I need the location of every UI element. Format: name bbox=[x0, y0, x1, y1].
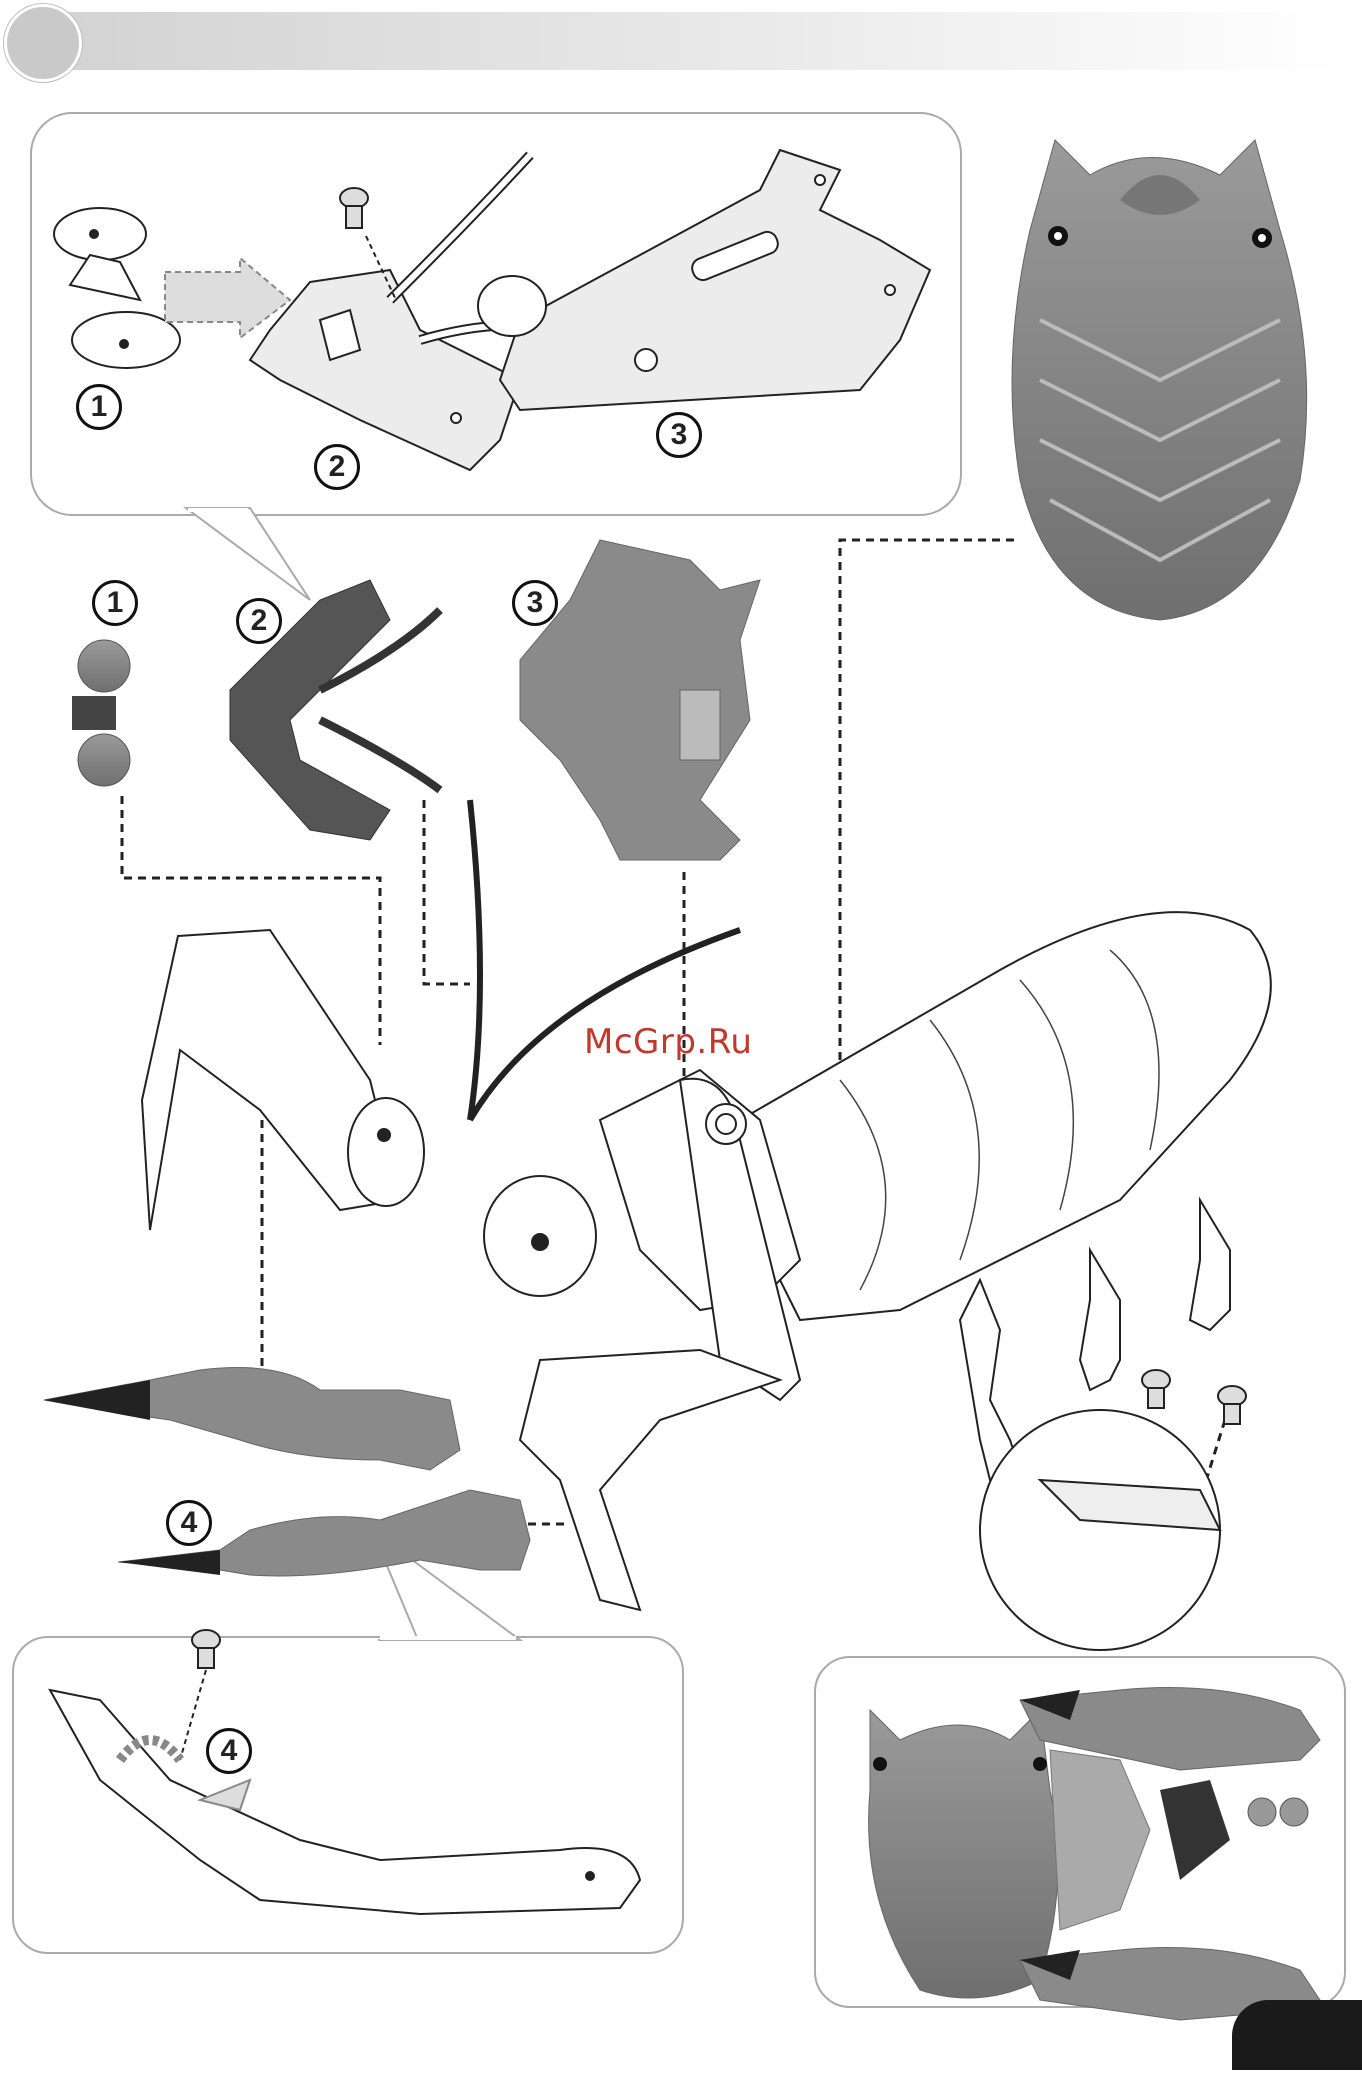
part-abdomen-shell bbox=[1012, 140, 1307, 620]
part-eyes bbox=[72, 640, 130, 786]
detail-step-2: 2 bbox=[314, 444, 360, 490]
watermark: McGrp.Ru bbox=[584, 1022, 752, 1062]
rivet-icon bbox=[340, 188, 368, 228]
part-step-1: 1 bbox=[92, 580, 138, 626]
front-leg-detail-drawing bbox=[50, 1630, 640, 1914]
rivet-icon bbox=[192, 1630, 220, 1668]
eye-disc-icon bbox=[54, 208, 146, 260]
part-step-2: 2 bbox=[236, 598, 282, 644]
detail-step-3: 3 bbox=[656, 412, 702, 458]
part-step-3: 3 bbox=[512, 580, 558, 626]
part-front-leg-upper bbox=[44, 1368, 460, 1471]
page-number-tab bbox=[1232, 2000, 1362, 2070]
detail-step-4: 4 bbox=[206, 1728, 252, 1774]
part-thorax bbox=[520, 540, 760, 860]
rivet-icon bbox=[1142, 1370, 1170, 1408]
parts-overview-drawing bbox=[869, 1688, 1320, 2021]
detail-step-1: 1 bbox=[76, 384, 122, 430]
head-detail-drawing bbox=[54, 150, 930, 470]
callout-pointer bbox=[186, 508, 310, 600]
part-step-4: 4 bbox=[166, 1500, 212, 1546]
rivet-icon bbox=[1218, 1386, 1246, 1424]
insert-arrow-icon bbox=[165, 258, 290, 338]
